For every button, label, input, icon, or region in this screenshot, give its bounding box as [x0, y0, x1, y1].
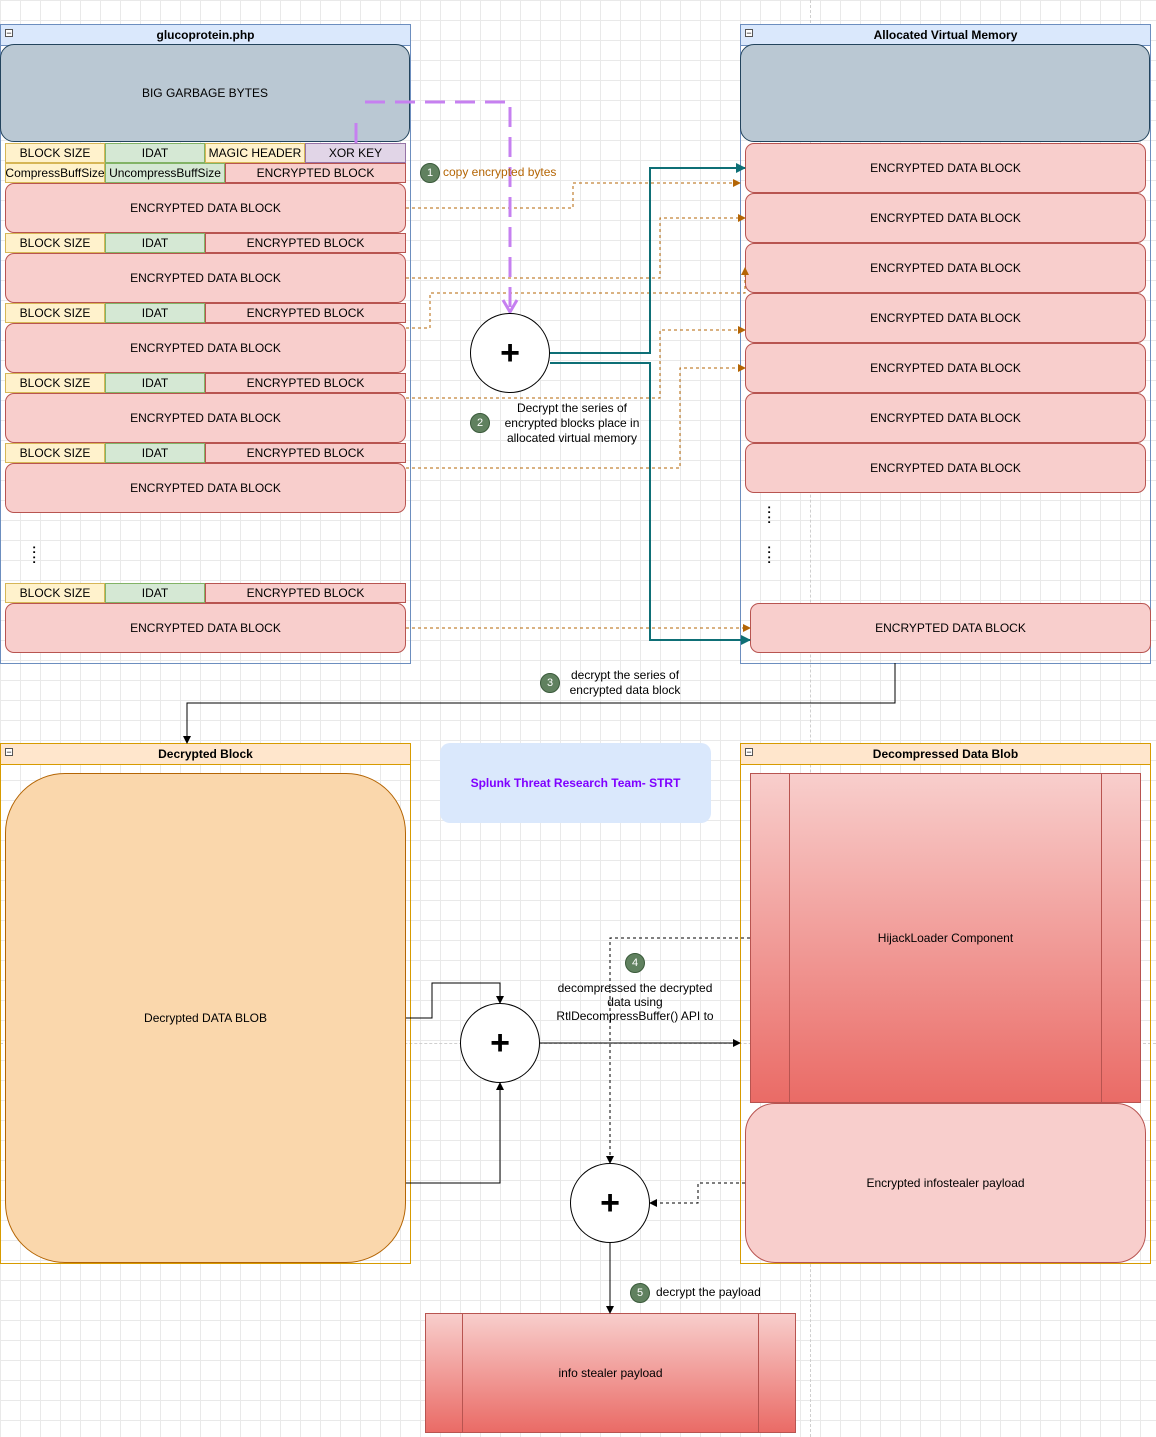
memory-encrypted-data-block[interactable]: ENCRYPTED DATA BLOCK	[750, 603, 1151, 653]
block-size-cell[interactable]: BLOCK SIZE	[5, 373, 105, 393]
xor-key-flow	[354, 100, 512, 312]
copy-arrow	[406, 267, 749, 329]
info-stealer-payload[interactable]: info stealer payload	[425, 1313, 796, 1433]
step-2-badge: 2	[470, 413, 490, 433]
decompressed-pool[interactable]: Decompressed Data Blob −	[740, 743, 1151, 1264]
memory-encrypted-data-block[interactable]: ENCRYPTED DATA BLOCK	[745, 393, 1146, 443]
team-label: Splunk Threat Research Team- STRT	[440, 743, 711, 823]
plus-operator[interactable]: +	[570, 1163, 650, 1243]
memory-encrypted-data-block[interactable]: ENCRYPTED DATA BLOCK	[745, 293, 1146, 343]
memory-encrypted-data-block[interactable]: ENCRYPTED DATA BLOCK	[745, 143, 1146, 193]
idat-cell[interactable]: IDAT	[105, 143, 205, 163]
decrypted-blob-label: Decrypted DATA BLOB	[144, 1011, 267, 1025]
step-1-badge: 1	[420, 163, 440, 183]
block-size-cell[interactable]: BLOCK SIZE	[5, 443, 105, 463]
infostealer-payload-label: Encrypted infostealer payload	[866, 1176, 1025, 1190]
ellipsis-dots: ::	[767, 501, 772, 526]
encrypted-block-cell[interactable]: ENCRYPTED BLOCK	[205, 443, 406, 463]
block-size-cell[interactable]: BLOCK SIZE	[5, 233, 105, 253]
process-bar-right	[758, 1314, 759, 1432]
step-1-note: copy encrypted bytes	[443, 165, 557, 179]
source-encrypted-data-block[interactable]: ENCRYPTED DATA BLOCK	[5, 603, 406, 653]
decrypted-pool[interactable]: Decrypted Block −	[0, 743, 411, 1264]
garbage-label: BIG GARBAGE BYTES	[141, 86, 269, 100]
source-encrypted-data-block[interactable]: ENCRYPTED DATA BLOCK	[5, 183, 406, 233]
plus-operator[interactable]: +	[470, 313, 550, 393]
decrypt-arrow-top	[550, 163, 746, 354]
encrypted-block-cell[interactable]: ENCRYPTED BLOCK	[205, 373, 406, 393]
encrypted-block-cell[interactable]: ENCRYPTED BLOCK	[205, 233, 406, 253]
memory-pool-title: Allocated Virtual Memory	[741, 25, 1150, 46]
decrypt-blocks-arrow	[183, 663, 896, 744]
step-4-note: decompressed the decrypted data using Rt…	[556, 981, 714, 1023]
uncompress-buff-size-cell[interactable]: UncompressBuffSize	[105, 163, 225, 183]
magic-header-cell[interactable]: MAGIC HEADER	[205, 143, 305, 163]
xor-key-arrowhead	[501, 299, 519, 315]
source-encrypted-data-block[interactable]: ENCRYPTED DATA BLOCK	[5, 393, 406, 443]
copy-arrows	[406, 179, 751, 632]
memory-garbage-block[interactable]	[740, 44, 1150, 142]
payload-to-plus-arrow	[649, 1182, 745, 1207]
ellipsis-dots: ::	[32, 541, 37, 566]
collapse-icon[interactable]: −	[745, 28, 753, 38]
copy-arrow	[406, 179, 741, 209]
process-bar-right	[1101, 774, 1102, 1102]
step-3-note: decrypt the series of encrypted data blo…	[569, 668, 681, 697]
idat-cell[interactable]: IDAT	[105, 583, 205, 603]
hijackloader-component[interactable]: HijackLoader Component	[750, 773, 1141, 1103]
blob-to-plus-arrow	[406, 1082, 504, 1184]
team-label-text: Splunk Threat Research Team- STRT	[470, 776, 681, 790]
step-2-note: Decrypt the series of encrypted blocks p…	[504, 401, 640, 445]
memory-pool[interactable]: Allocated Virtual Memory −	[740, 24, 1151, 664]
compress-buff-size-cell[interactable]: CompressBuffSize	[5, 163, 105, 183]
process-bar-left	[789, 774, 790, 1102]
collapse-icon[interactable]: −	[5, 28, 13, 38]
hijackloader-label: HijackLoader Component	[877, 931, 1014, 945]
memory-encrypted-data-block[interactable]: ENCRYPTED DATA BLOCK	[745, 443, 1146, 493]
memory-encrypted-data-block[interactable]: ENCRYPTED DATA BLOCK	[745, 343, 1146, 393]
source-encrypted-data-block[interactable]: ENCRYPTED DATA BLOCK	[5, 323, 406, 373]
copy-arrow	[406, 214, 746, 279]
plus-operator[interactable]: +	[460, 1003, 540, 1083]
xor-key-cell[interactable]: XOR KEY	[305, 143, 406, 163]
idat-cell[interactable]: IDAT	[105, 233, 205, 253]
encrypted-block-cell[interactable]: ENCRYPTED BLOCK	[205, 303, 406, 323]
decompressed-pool-title: Decompressed Data Blob	[741, 744, 1150, 765]
block-size-cell[interactable]: BLOCK SIZE	[5, 303, 105, 323]
decrypt-arrow-bottom	[550, 362, 751, 645]
decrypted-pool-title: Decrypted Block	[1, 744, 410, 765]
step-5-badge: 5	[630, 1283, 650, 1303]
idat-cell[interactable]: IDAT	[105, 373, 205, 393]
process-bar-left	[462, 1314, 463, 1432]
encrypted-infostealer-payload[interactable]: Encrypted infostealer payload	[745, 1103, 1146, 1263]
decrypt-flow	[550, 163, 751, 645]
blob-to-plus-arrow	[406, 982, 504, 1019]
block-size-cell[interactable]: BLOCK SIZE	[5, 143, 105, 163]
encrypted-block-cell[interactable]: ENCRYPTED BLOCK	[225, 163, 406, 183]
copy-arrow	[406, 326, 746, 399]
step-5-note: decrypt the payload	[656, 1285, 761, 1299]
encrypted-block-cell[interactable]: ENCRYPTED BLOCK	[205, 583, 406, 603]
ellipsis-dots: ::	[767, 541, 772, 566]
source-encrypted-data-block[interactable]: ENCRYPTED DATA BLOCK	[5, 463, 406, 513]
collapse-icon[interactable]: −	[745, 747, 753, 757]
idat-cell[interactable]: IDAT	[105, 443, 205, 463]
source-encrypted-data-block[interactable]: ENCRYPTED DATA BLOCK	[5, 253, 406, 303]
block-size-cell[interactable]: BLOCK SIZE	[5, 583, 105, 603]
info-stealer-label: info stealer payload	[558, 1366, 663, 1380]
step-4-badge: 4	[625, 953, 645, 973]
copy-arrow	[406, 364, 746, 469]
memory-encrypted-data-block[interactable]: ENCRYPTED DATA BLOCK	[745, 243, 1146, 293]
decrypted-data-blob[interactable]: Decrypted DATA BLOB	[5, 773, 406, 1263]
memory-encrypted-data-block[interactable]: ENCRYPTED DATA BLOCK	[745, 193, 1146, 243]
component-to-plus-arrow	[606, 937, 750, 1164]
idat-cell[interactable]: IDAT	[105, 303, 205, 323]
collapse-icon[interactable]: −	[5, 747, 13, 757]
step-3-badge: 3	[540, 673, 560, 693]
garbage-bytes[interactable]: BIG GARBAGE BYTES	[0, 44, 410, 142]
